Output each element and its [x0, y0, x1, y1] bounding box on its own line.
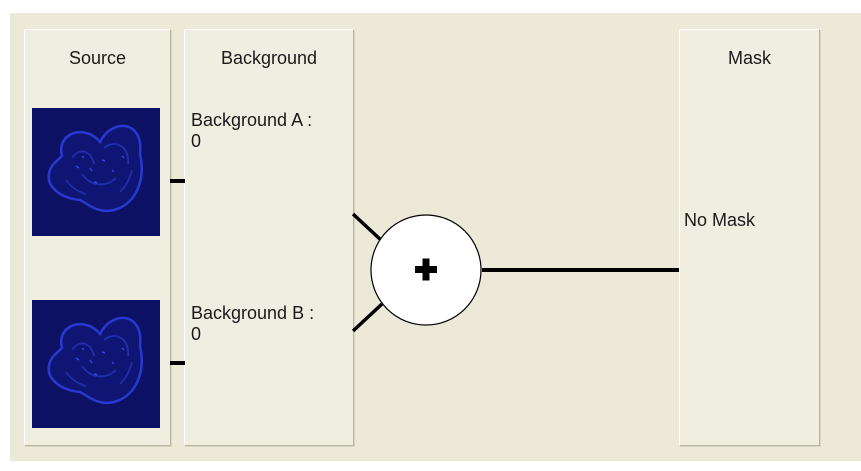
background-b-label: Background B : — [191, 303, 315, 323]
source-image-a[interactable] — [32, 108, 160, 236]
mask-title: Mask — [727, 48, 771, 68]
cell-image-b — [32, 300, 160, 428]
background-title: Background — [220, 48, 318, 68]
source-panel: Source — [24, 29, 171, 446]
wire-background-b — [351, 302, 384, 333]
background-b-value[interactable]: 0 — [191, 324, 202, 344]
source-image-b[interactable] — [32, 300, 160, 428]
add-operator-node[interactable] — [370, 214, 482, 326]
wire-background-a — [351, 212, 384, 243]
background-panel: Background Background A : 0 Background B… — [184, 29, 354, 446]
background-a-label: Background A : — [191, 110, 313, 130]
mask-value[interactable]: No Mask — [684, 210, 756, 230]
source-title: Source — [68, 48, 127, 68]
mask-panel: Mask No Mask — [679, 29, 820, 446]
cell-image-a — [32, 108, 160, 236]
plus-icon — [415, 258, 437, 281]
background-a-value[interactable]: 0 — [191, 131, 202, 151]
